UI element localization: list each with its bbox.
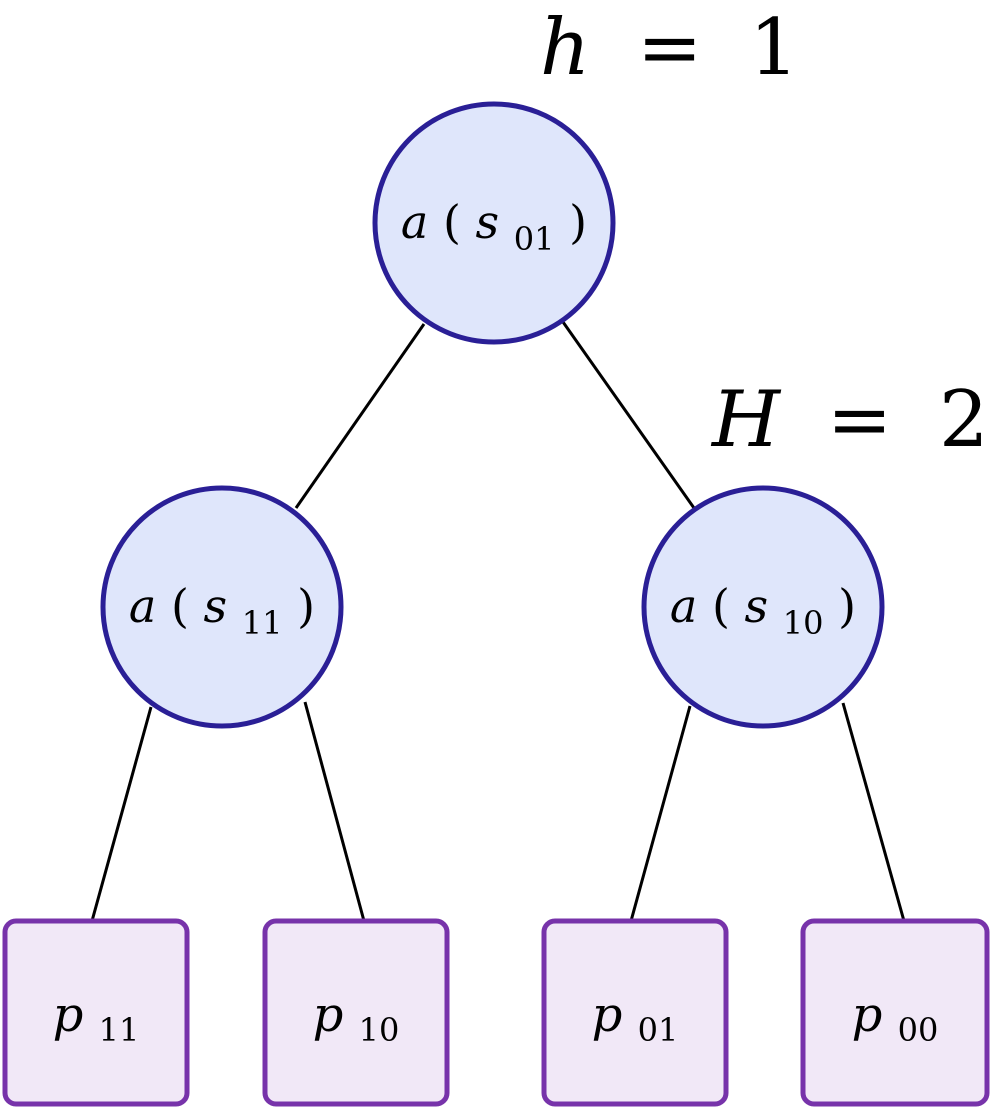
leaf-1-sub: 11 bbox=[99, 1011, 140, 1049]
node-left-fn: a bbox=[129, 579, 156, 633]
leaf-4-label: p 00 bbox=[852, 987, 939, 1049]
edges bbox=[90, 321, 906, 922]
node-right-var: s bbox=[745, 579, 769, 633]
node-left-circle bbox=[100, 485, 344, 729]
depth-label-H-var: H bbox=[710, 375, 782, 465]
node-left-var: s bbox=[204, 579, 228, 633]
depth-label-h-eq: = bbox=[637, 3, 702, 93]
node-right-fn: a bbox=[670, 579, 697, 633]
node-right: a ( s 10 ) bbox=[641, 485, 885, 729]
edge-root-right bbox=[561, 321, 696, 509]
leaf-4-box bbox=[800, 918, 990, 1107]
leaf-4-var: p bbox=[852, 987, 883, 1043]
node-root: a ( s 01 ) bbox=[372, 101, 616, 345]
node-left: a ( s 11 ) bbox=[100, 485, 344, 729]
edge-right-leaf3 bbox=[629, 705, 692, 922]
node-left-label: a ( s 11 ) bbox=[129, 579, 315, 645]
depth-label-h: h = 1 bbox=[540, 3, 799, 93]
leaf-3-sub: 01 bbox=[638, 1011, 679, 1049]
node-right-rparen: ) bbox=[838, 579, 856, 633]
leaf-3: p 01 bbox=[541, 918, 729, 1107]
edge-left-leaf2 bbox=[303, 701, 366, 922]
leaf-1-var: p bbox=[53, 987, 84, 1043]
leaf-3-box bbox=[541, 918, 729, 1107]
leaf-2-var: p bbox=[313, 987, 344, 1043]
node-right-sub: 10 bbox=[783, 604, 824, 642]
leaf-4-sub: 00 bbox=[898, 1011, 939, 1049]
depth-label-H-eq: = bbox=[827, 375, 892, 465]
node-root-circle bbox=[372, 101, 616, 345]
depth-label-h-num: 1 bbox=[749, 3, 799, 93]
node-right-label: a ( s 10 ) bbox=[670, 579, 856, 645]
leaf-4: p 00 bbox=[800, 918, 990, 1107]
leaf-1: p 11 bbox=[2, 918, 190, 1107]
leaf-2-box bbox=[262, 918, 450, 1107]
leaf-2-sub: 10 bbox=[359, 1011, 400, 1049]
node-root-lparen: ( bbox=[443, 195, 461, 249]
node-root-rparen: ) bbox=[569, 195, 587, 249]
node-root-fn: a bbox=[401, 195, 428, 249]
depth-label-h-var: h bbox=[540, 3, 590, 93]
node-root-label: a ( s 01 ) bbox=[401, 195, 587, 261]
leaf-3-label: p 01 bbox=[592, 987, 679, 1049]
node-right-lparen: ( bbox=[712, 579, 730, 633]
leaf-2-label: p 10 bbox=[313, 987, 400, 1049]
leaf-1-box bbox=[2, 918, 190, 1107]
node-root-sub: 01 bbox=[514, 220, 555, 258]
leaf-2: p 10 bbox=[262, 918, 450, 1107]
node-left-lparen: ( bbox=[171, 579, 189, 633]
edge-right-leaf4 bbox=[841, 702, 906, 922]
node-left-rparen: ) bbox=[297, 579, 315, 633]
edge-left-leaf1 bbox=[90, 706, 153, 922]
node-left-sub: 11 bbox=[242, 604, 283, 642]
depth-label-H-num: 2 bbox=[939, 375, 989, 465]
node-right-circle bbox=[641, 485, 885, 729]
edge-root-left bbox=[294, 323, 426, 509]
leaf-1-label: p 11 bbox=[53, 987, 140, 1049]
leaf-3-var: p bbox=[592, 987, 623, 1043]
node-root-var: s bbox=[476, 195, 500, 249]
depth-label-H: H = 2 bbox=[710, 375, 989, 465]
